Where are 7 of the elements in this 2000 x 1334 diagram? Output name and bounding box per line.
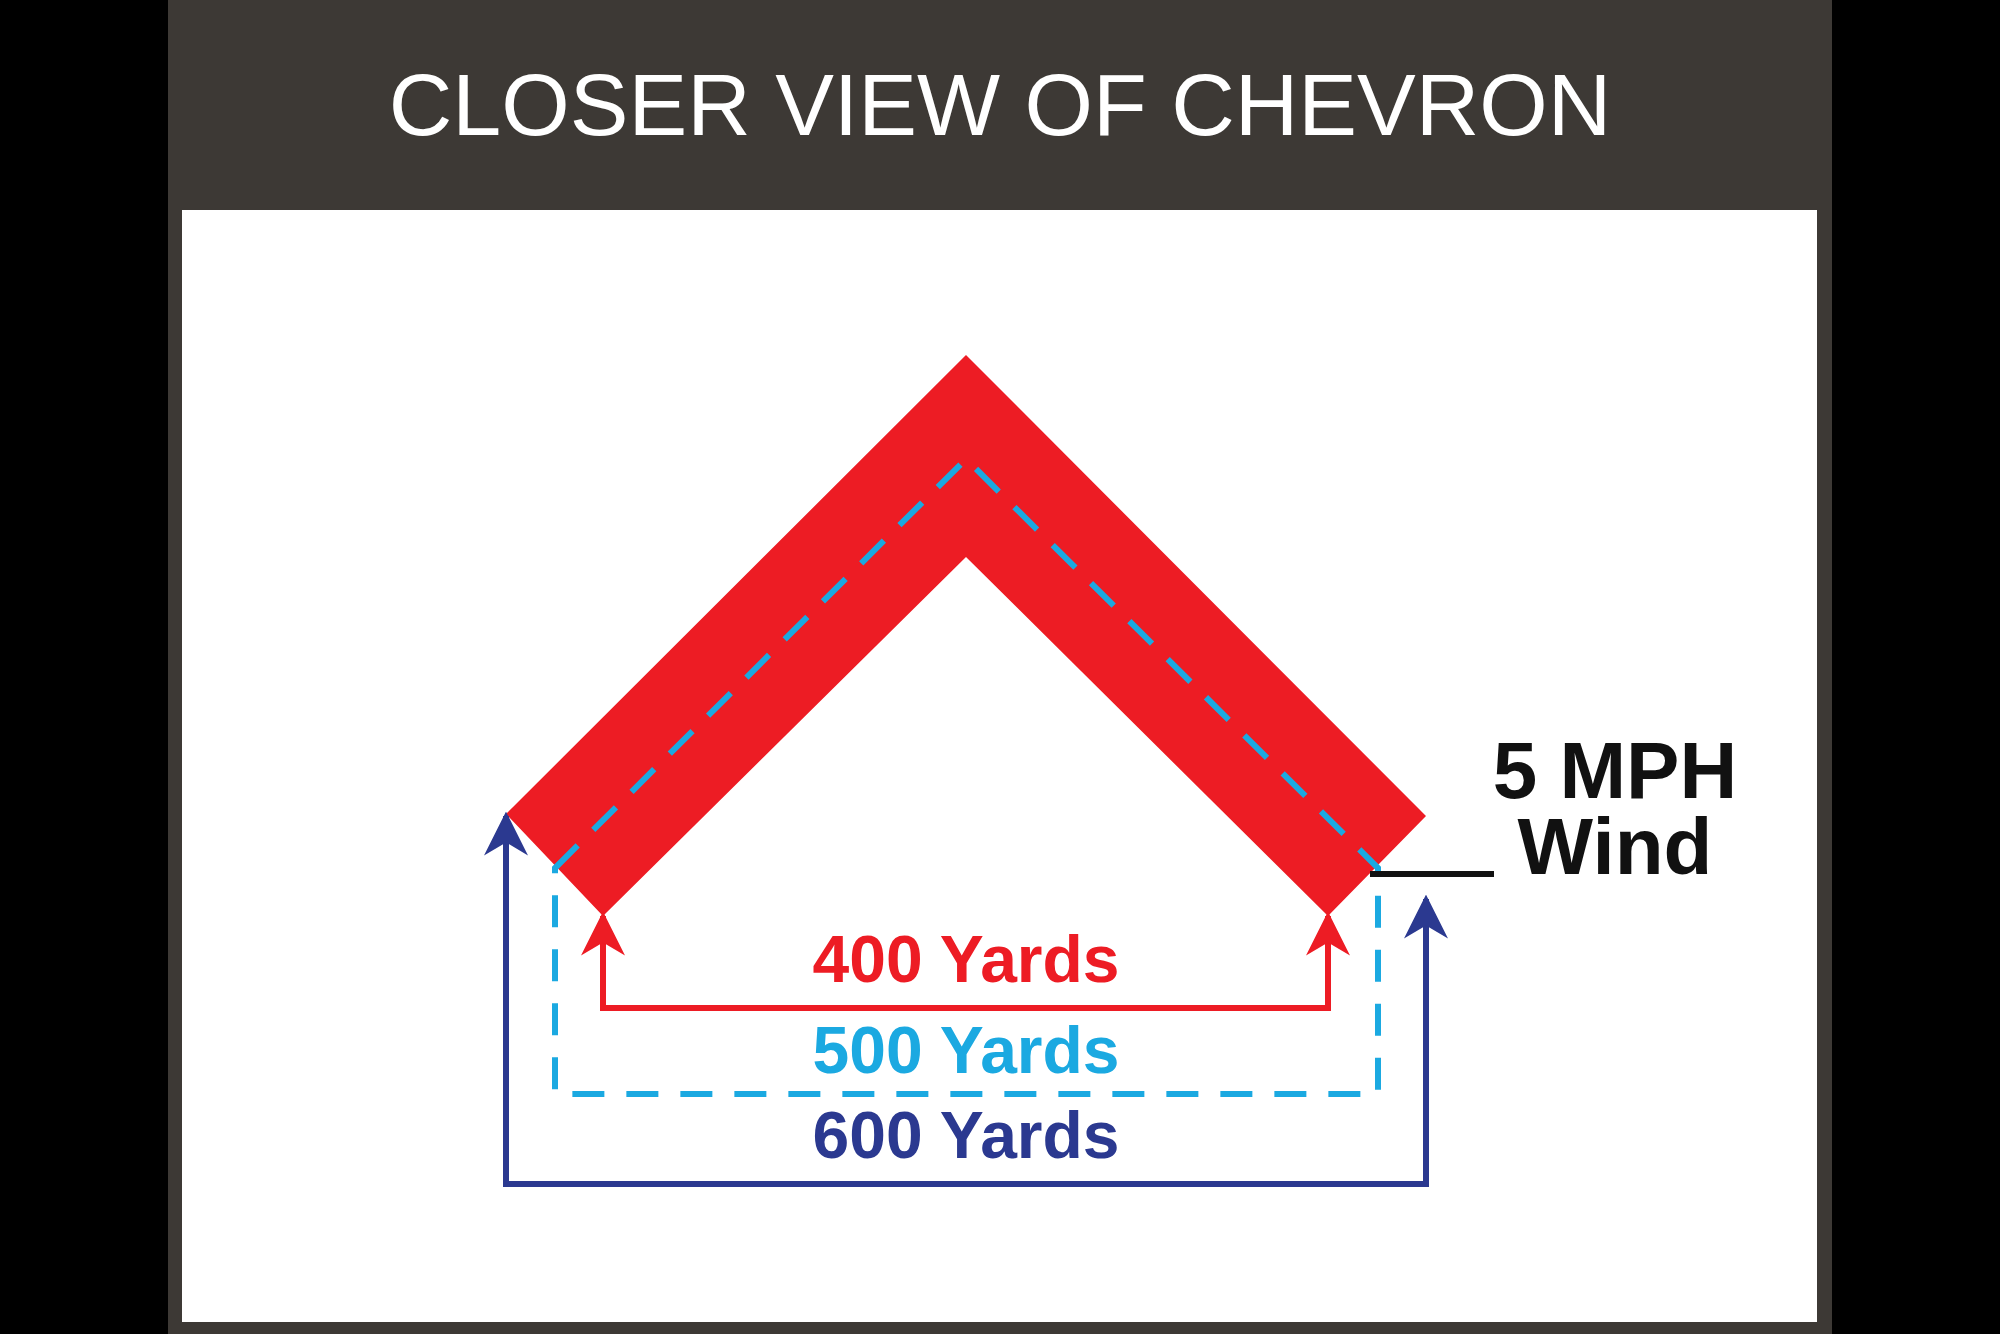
distance-label: 500 Yards <box>812 1015 1120 1085</box>
title: CLOSER VIEW OF CHEVRON <box>387 55 1613 155</box>
distance-label: 600 Yards <box>812 1100 1120 1170</box>
leader-line <box>1370 871 1494 877</box>
wind-label: 5 MPH Wind <box>1490 733 1740 885</box>
distance-label: 400 Yards <box>812 924 1120 994</box>
chevron-shape <box>506 355 1426 916</box>
